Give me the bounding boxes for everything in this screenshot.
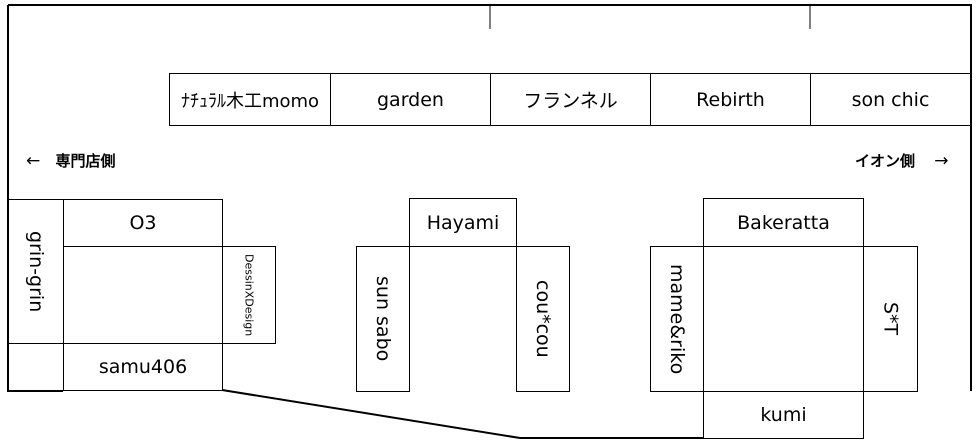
booth-label: son chic <box>851 88 930 111</box>
left-arrow-icon: ← <box>26 151 41 171</box>
booth-sun-sabo: sun sabo <box>356 246 410 392</box>
booth-label: S*T <box>879 302 902 336</box>
direction-label: イオン側 <box>855 152 916 170</box>
right-arrow-icon: → <box>934 151 949 171</box>
booth-mame-riko: mame&riko <box>650 246 704 392</box>
left-cluster-center <box>63 246 223 344</box>
booth-label: DessinXDesign <box>242 253 256 337</box>
booth-natural-mokko-momo: ﾅﾁｭﾗﾙ木工momo <box>169 73 331 126</box>
booth-label: Hayami <box>426 211 500 234</box>
booth-label: grin-grin <box>25 230 47 313</box>
booth-label: フランネル <box>523 90 618 112</box>
direction-specialty-store-side: ← 専門店側 <box>26 150 116 171</box>
booth-hayami: Hayami <box>409 198 517 247</box>
booth-label: O3 <box>129 212 157 234</box>
booth-label: Bakeratta <box>737 211 830 234</box>
booth-label: garden <box>377 88 444 111</box>
booth-label: cou*cou <box>532 280 554 358</box>
booth-dessinxdesign: DessinXDesign <box>222 246 276 344</box>
booth-label: ﾅﾁｭﾗﾙ木工momo <box>180 90 320 112</box>
booth-garden: garden <box>330 73 491 126</box>
booth-samu406: samu406 <box>63 343 223 391</box>
booth-label: samu406 <box>98 356 188 378</box>
booth-label: mame&riko <box>666 263 688 375</box>
left-cluster-corner <box>8 343 64 391</box>
direction-label: 専門店側 <box>55 152 116 170</box>
booth-grin-grin: grin-grin <box>8 199 64 344</box>
booth-label: sun sabo <box>372 276 394 362</box>
booth-rebirth: Rebirth <box>650 73 811 126</box>
booth-bakeratta: Bakeratta <box>703 198 864 247</box>
booth-kumi: kumi <box>703 391 864 439</box>
booth-label: kumi <box>760 404 807 426</box>
booth-s-t: S*T <box>863 246 918 392</box>
right-cluster-center <box>703 246 864 392</box>
booth-o3: O3 <box>63 199 223 247</box>
direction-aeon-side: イオン側 → <box>855 150 949 171</box>
booth-flannel: フランネル <box>490 73 651 126</box>
booth-cou-cou: cou*cou <box>516 246 570 392</box>
booth-son-chic: son chic <box>810 73 971 126</box>
booth-label: Rebirth <box>696 88 765 111</box>
